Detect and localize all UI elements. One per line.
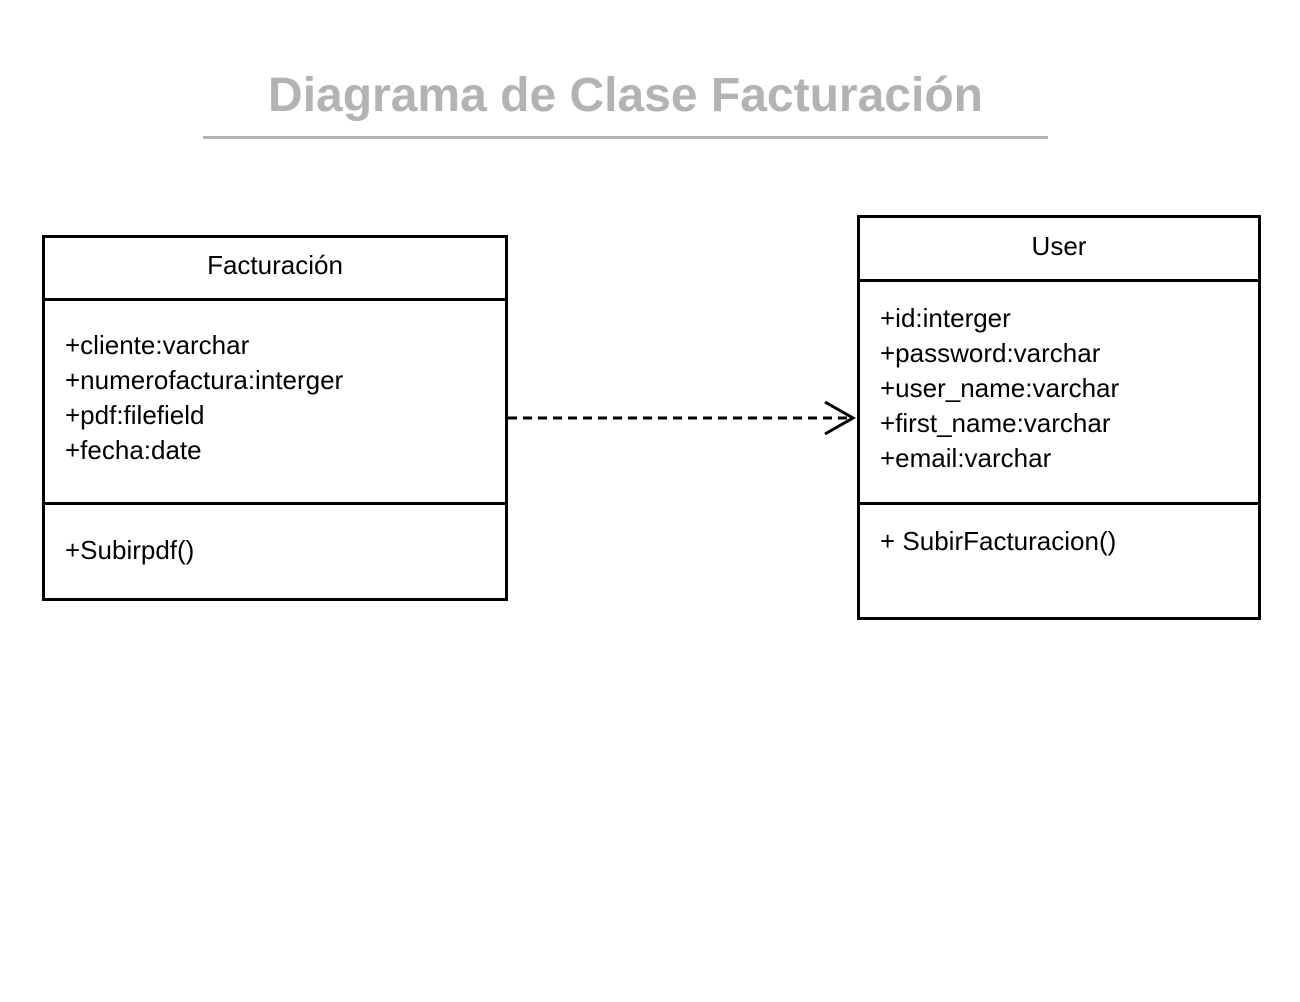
attribute-pdf: +pdf:filefield xyxy=(65,400,205,430)
title-underline xyxy=(203,136,1048,139)
attribute-id: +id:interger xyxy=(880,303,1011,333)
attribute-fecha: +fecha:date xyxy=(65,435,202,465)
method-subirfacturacion: + SubirFacturacion() xyxy=(880,526,1117,556)
diagram-title: Diagrama de Clase Facturación xyxy=(268,69,983,122)
open-arrowhead-icon xyxy=(824,400,857,436)
class-attributes: +id:interger +password:varchar +user_nam… xyxy=(860,282,1258,505)
class-name: Facturación xyxy=(45,238,505,301)
method-subirpdf: +Subirpdf() xyxy=(65,535,195,565)
class-box-user: User +id:interger +password:varchar +use… xyxy=(857,215,1261,620)
class-name: User xyxy=(860,218,1258,282)
class-methods: +Subirpdf() xyxy=(45,505,505,568)
class-attributes: +cliente:varchar +numerofactura:interger… xyxy=(45,301,505,505)
attribute-numerofactura: +numerofactura:interger xyxy=(65,365,344,395)
attribute-user-name: +user_name:varchar xyxy=(880,373,1120,403)
attribute-password: +password:varchar xyxy=(880,338,1101,368)
attribute-first-name: +first_name:varchar xyxy=(880,408,1111,438)
class-box-facturacion: Facturación +cliente:varchar +numerofact… xyxy=(42,235,508,601)
class-methods: + SubirFacturacion() xyxy=(860,505,1258,559)
attribute-cliente: +cliente:varchar xyxy=(65,330,250,360)
attribute-email: +email:varchar xyxy=(880,443,1052,473)
